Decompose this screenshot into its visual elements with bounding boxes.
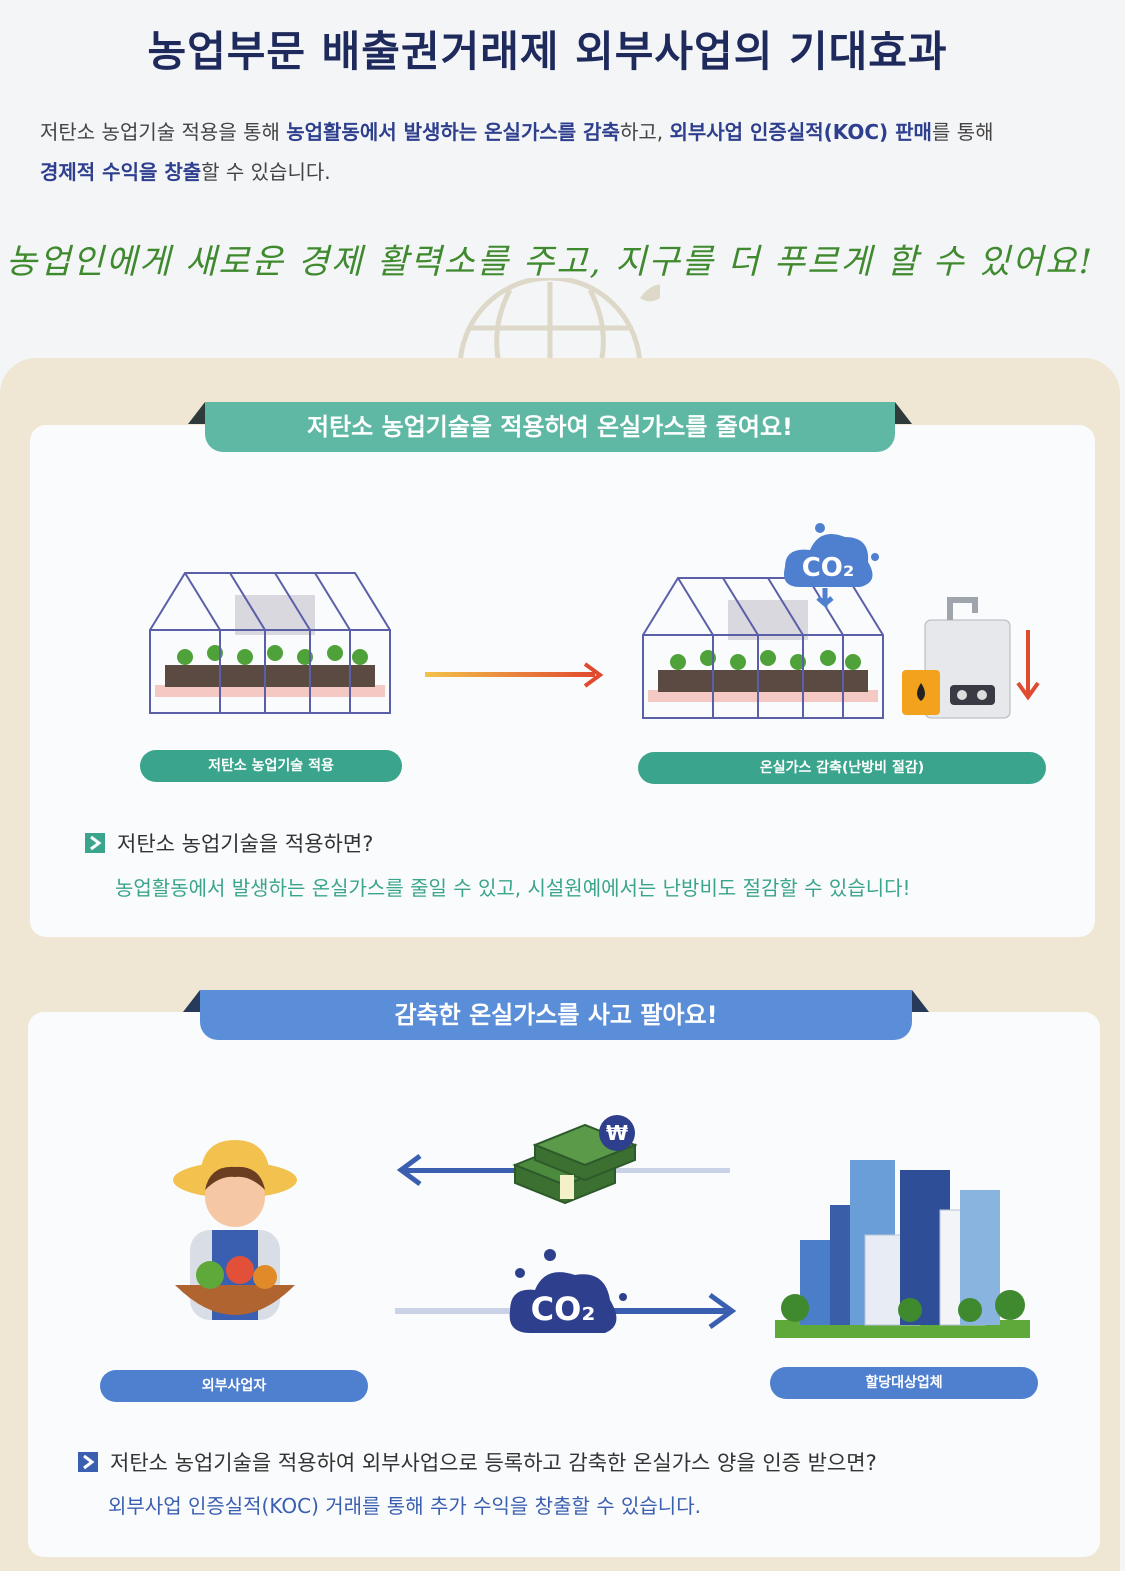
co2-cloud-icon: CO₂ (784, 523, 879, 610)
section1-answer: 농업활동에서 발생하는 온실가스를 줄일 수 있고, 시설원예에서는 난방비도 … (115, 876, 911, 900)
intro-text-3: 를 통해 (931, 120, 994, 144)
section2-left-label: 외부사업자 (100, 1370, 368, 1402)
boiler-icon (902, 597, 1040, 719)
intro-paragraph: 저탄소 농업기술 적용을 통해 농업활동에서 발생하는 온실가스를 감축하고, … (40, 112, 1080, 192)
intro-highlight-3: 경제적 수익을 창출 (40, 160, 202, 184)
section2-ribbon: 감축한 온실가스를 사고 팔아요! (200, 990, 912, 1040)
down-arrow-icon (1016, 630, 1040, 701)
globe-icon (457, 278, 660, 368)
greenhouse-icon (149, 572, 391, 714)
greenhouse-icon (642, 577, 884, 719)
section1-question: 저탄소 농업기술을 적용하면? (85, 828, 373, 858)
intro-highlight-1: 농업활동에서 발생하는 온실가스를 감축 (286, 120, 620, 144)
won-label: ₩ (606, 1121, 628, 1145)
bullet-icon (85, 833, 105, 853)
won-icon (599, 1115, 635, 1151)
section1-left-label: 저탄소 농업기술 적용 (140, 750, 402, 782)
section2-right-label: 할당대상업체 (770, 1367, 1038, 1399)
slogan: 농업인에게 새로운 경제 활력소를 주고, 지구를 더 푸르게 할 수 있어요! (5, 242, 1095, 282)
intro-highlight-2: 외부사업 인증실적(KOC) 판매 (669, 120, 932, 144)
farmer-icon (173, 1140, 297, 1320)
co2-label: CO₂ (802, 553, 855, 583)
co2-label: CO₂ (531, 1290, 596, 1328)
section2-answer: 외부사업 인증실적(KOC) 거래를 통해 추가 수익을 창출할 수 있습니다. (108, 1494, 701, 1518)
co2-arrow-icon: CO₂ (395, 1249, 737, 1333)
bullet-icon (78, 1452, 98, 1472)
intro-text-2: 하고, (619, 120, 670, 144)
money-icon: ₩ (512, 1115, 638, 1205)
section1-right-label: 온실가스 감축(난방비 절감) (638, 752, 1046, 784)
section1-ribbon: 저탄소 농업기술을 적용하여 온실가스를 줄여요! (205, 402, 895, 452)
intro-text-4: 할 수 있습니다. (201, 160, 331, 184)
section1-question-text: 저탄소 농업기술을 적용하면? (117, 832, 374, 856)
page-title: 농업부문 배출권거래제 외부사업의 기대효과 (147, 27, 948, 76)
section2-question: 저탄소 농업기술을 적용하여 외부사업으로 등록하고 감축한 온실가스 양을 인… (78, 1447, 877, 1477)
intro-text-1: 저탄소 농업기술 적용을 통해 (40, 120, 287, 144)
arrow-right-icon (425, 662, 604, 688)
buildings-icon (775, 1160, 1030, 1338)
section2-question-text: 저탄소 농업기술을 적용하여 외부사업으로 등록하고 감축한 온실가스 양을 인… (110, 1451, 877, 1475)
